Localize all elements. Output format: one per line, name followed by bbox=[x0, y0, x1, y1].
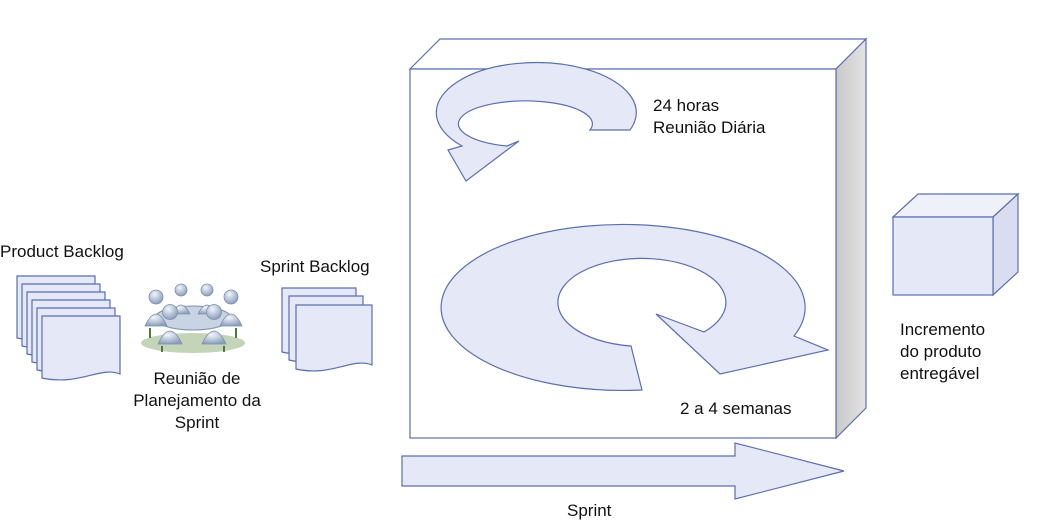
increment-label-line2: do produto bbox=[900, 342, 982, 361]
product-backlog-stack bbox=[16, 275, 121, 381]
sprint-timeline-arrow bbox=[401, 442, 845, 500]
planning-meeting-label: Reunião de Planejamento da Sprint bbox=[118, 368, 276, 434]
daily-cycle-arrow bbox=[435, 61, 637, 182]
sprint-backlog-label: Sprint Backlog bbox=[260, 257, 370, 276]
planning-label-line1: Reunião de bbox=[153, 369, 241, 388]
daily-meeting-label: 24 horas Reunião Diária bbox=[653, 95, 765, 139]
increment-label-line3: entregável bbox=[900, 364, 980, 383]
planning-meeting-icon bbox=[141, 283, 245, 353]
increment-cube bbox=[891, 192, 1020, 297]
daily-label-line2: Reunião Diária bbox=[653, 118, 766, 137]
sprint-label: Sprint bbox=[567, 501, 612, 520]
sprint-cycle-arrow bbox=[440, 223, 830, 392]
increment-label: Incremento do produto entregável bbox=[900, 319, 985, 385]
product-backlog-label: Product Backlog bbox=[0, 242, 124, 261]
planning-label-line3: Sprint bbox=[174, 413, 220, 432]
planning-label-line2: Planejamento da bbox=[133, 391, 261, 410]
daily-label-line1: 24 horas bbox=[653, 96, 720, 115]
sprint-backlog-stack bbox=[281, 287, 373, 372]
increment-label-line1: Incremento bbox=[900, 320, 986, 339]
sprint-duration-label: 2 a 4 semanas bbox=[680, 399, 792, 418]
